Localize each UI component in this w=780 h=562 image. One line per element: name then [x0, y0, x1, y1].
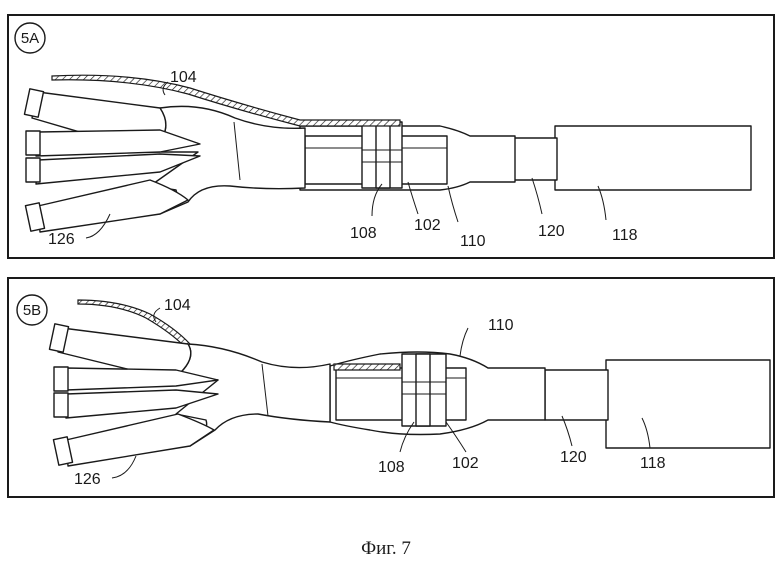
label-104: 104 — [164, 297, 191, 314]
panel-5a: 5A — [7, 14, 775, 259]
panel-5b-badge: 5B — [16, 294, 48, 326]
cores-126 — [48, 323, 219, 467]
label-126: 126 — [48, 231, 75, 248]
panel-5b: 5B — [7, 277, 775, 498]
band-108 — [361, 121, 403, 189]
label-118: 118 — [612, 227, 638, 244]
label-120: 120 — [560, 449, 587, 466]
figure-caption: Фиг. 7 — [361, 538, 411, 559]
label-104: 104 — [170, 69, 197, 86]
cores-126 — [23, 88, 201, 233]
label-118: 118 — [640, 455, 666, 472]
label-102: 102 — [414, 217, 441, 234]
label-110: 110 — [488, 317, 514, 334]
panel-5b-badge-text: 5B — [23, 302, 41, 319]
panel-5a-badge: 5A — [14, 22, 46, 54]
label-102: 102 — [452, 455, 479, 472]
conductor-120 — [544, 369, 609, 421]
label-120: 120 — [538, 223, 565, 240]
conductor-120 — [512, 137, 558, 181]
shield-tape-104 — [51, 74, 401, 127]
shield-tape-104-segment — [333, 363, 401, 371]
label-108: 108 — [350, 225, 377, 242]
label-126: 126 — [74, 471, 101, 488]
breakout-body — [171, 343, 331, 447]
label-110: 110 — [460, 233, 486, 250]
label-108: 108 — [378, 459, 405, 476]
panel-5a-badge-text: 5A — [21, 30, 39, 47]
cable-118-jacket — [554, 125, 752, 191]
band-108 — [401, 353, 447, 427]
cable-118-jacket — [605, 359, 771, 449]
